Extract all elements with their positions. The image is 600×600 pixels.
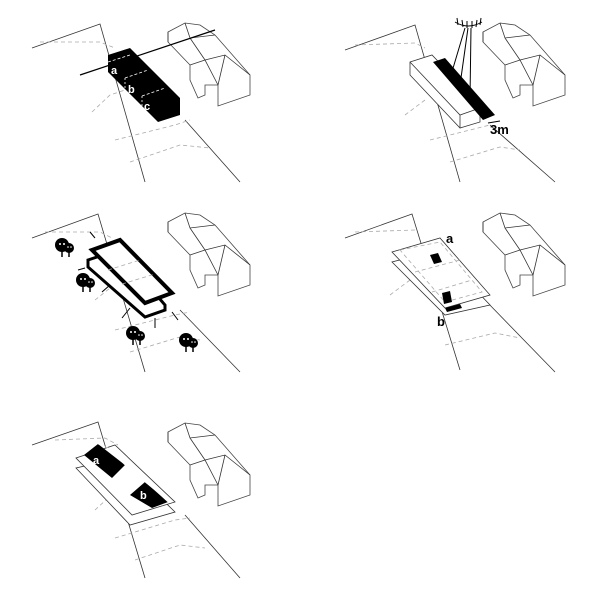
label-b: b [128, 84, 135, 96]
plot-boundary [344, 213, 556, 373]
contour-lines [45, 231, 201, 353]
label-a: a [446, 231, 454, 246]
panel-4-drawing: a b [344, 212, 566, 373]
sun-icon [450, 17, 483, 99]
panel-5-drawing: a b [31, 421, 251, 579]
neighbour-house [482, 22, 566, 107]
roof-volume-a [84, 443, 126, 478]
neighbour-house [167, 22, 251, 107]
panel-2-sunlight: 3m [300, 0, 600, 200]
label-b: b [437, 314, 445, 329]
plot-boundary [344, 24, 556, 183]
panel-4-floor-plates: a b [300, 200, 600, 400]
tree-icon [178, 332, 199, 353]
tree-icon [75, 272, 96, 293]
label-b: b [140, 490, 147, 502]
neighbour-house [482, 212, 566, 297]
setback-label: 3m [490, 122, 509, 137]
panel-2-drawing: 3m [344, 17, 566, 183]
neighbour-house [167, 212, 251, 297]
roof-volume-b [130, 481, 169, 508]
panel-1-massing: a b c [0, 0, 300, 200]
dimension-arrow [487, 120, 501, 124]
floor-plates [391, 237, 491, 316]
contour-lines [54, 437, 206, 561]
label-a: a [93, 455, 100, 467]
sunlit-strip [433, 58, 495, 120]
label-c: c [144, 101, 150, 113]
panel-3-views [0, 200, 300, 400]
panel-5-roofs: a b [0, 400, 300, 600]
floor-slabs [86, 237, 176, 319]
contour-lines [354, 229, 521, 346]
tree-icon [125, 325, 146, 346]
contour-lines [40, 41, 211, 163]
white-volume [409, 54, 481, 129]
label-a: a [111, 65, 118, 77]
plot-boundary [31, 23, 241, 183]
panel-1-drawing: a b c [31, 22, 251, 183]
plot-boundary [31, 421, 241, 579]
view-arrows [77, 231, 179, 328]
plot-boundary [31, 213, 241, 373]
tree-icon [54, 237, 75, 258]
panel-3-drawing [31, 212, 251, 373]
neighbour-house [167, 422, 251, 507]
axis-line [79, 29, 216, 76]
black-volume [107, 48, 180, 122]
